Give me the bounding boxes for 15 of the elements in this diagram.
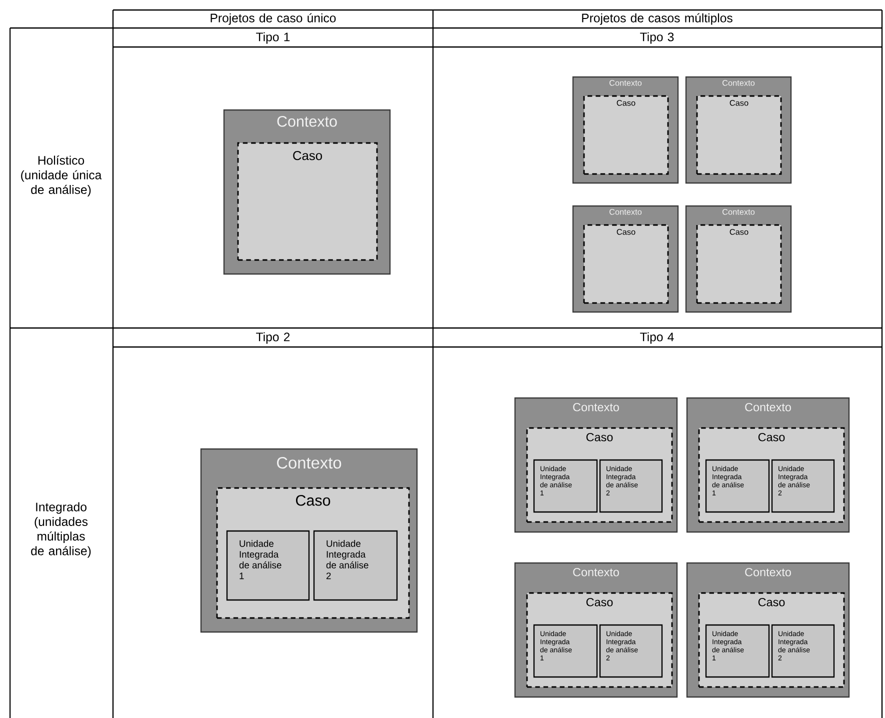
unit-box: Unidade Integrada de análise 1 (226, 530, 310, 601)
column-header: Projetos de caso único (210, 13, 336, 25)
type-label: Tipo 1 (256, 32, 290, 44)
case-box: Caso (583, 95, 669, 175)
case-box: Caso (583, 224, 669, 304)
type-label: Tipo 3 (640, 32, 674, 44)
case-box: Caso (696, 224, 782, 304)
row-header: Holístico (unidade única de análise) (21, 156, 102, 196)
type-label: Tipo 4 (640, 332, 674, 344)
type-label: Tipo 2 (256, 332, 290, 344)
case-box: Caso (696, 95, 782, 175)
unit-box: Unidade Integrada de análise 2 (313, 530, 398, 601)
column-header: Projetos de casos múltiplos (582, 13, 732, 25)
case-box: Caso (237, 142, 378, 261)
row-header: Integrado (unidades múltiplas de análise) (31, 502, 91, 558)
